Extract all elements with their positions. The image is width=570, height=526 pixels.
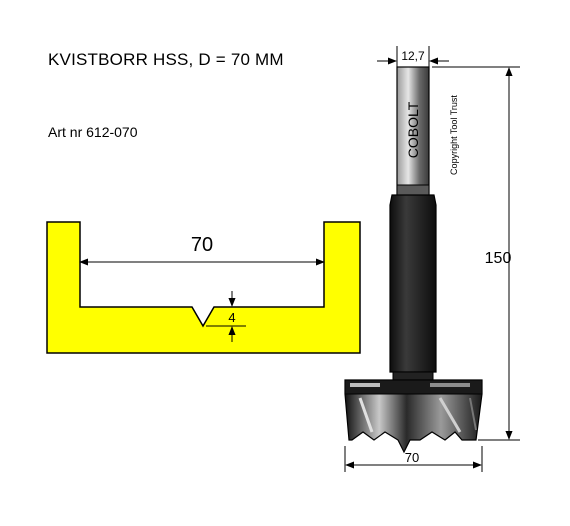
drill-body [389,194,437,373]
tip-depth-label: 4 [228,310,235,325]
profile-width-label: 70 [191,234,213,256]
cutter-diameter-label: 70 [405,450,419,465]
yellow-cut-profile [46,221,361,354]
total-length-label: 150 [485,250,512,267]
drill-head [344,379,483,454]
cutter-diameter-dimension: 70 [344,446,483,472]
profile-width-dimension: 70 [79,234,325,266]
shank-diameter-dimension: 12,7 [377,46,449,68]
drill-shank [396,66,430,195]
forstner-drill-bit: COBOLT [344,66,483,454]
shank-diameter-label: 12,7 [401,49,425,63]
product-title: KVISTBORR HSS, D = 70 MM [48,50,284,69]
tip-depth-dimension: 4 [206,291,246,342]
total-length-dimension: 150 [432,66,520,441]
brand-label: COBOLT [405,101,421,158]
copyright-notice: Copyright Tool Trust [449,95,459,175]
article-number: Art nr 612-070 [48,124,138,140]
